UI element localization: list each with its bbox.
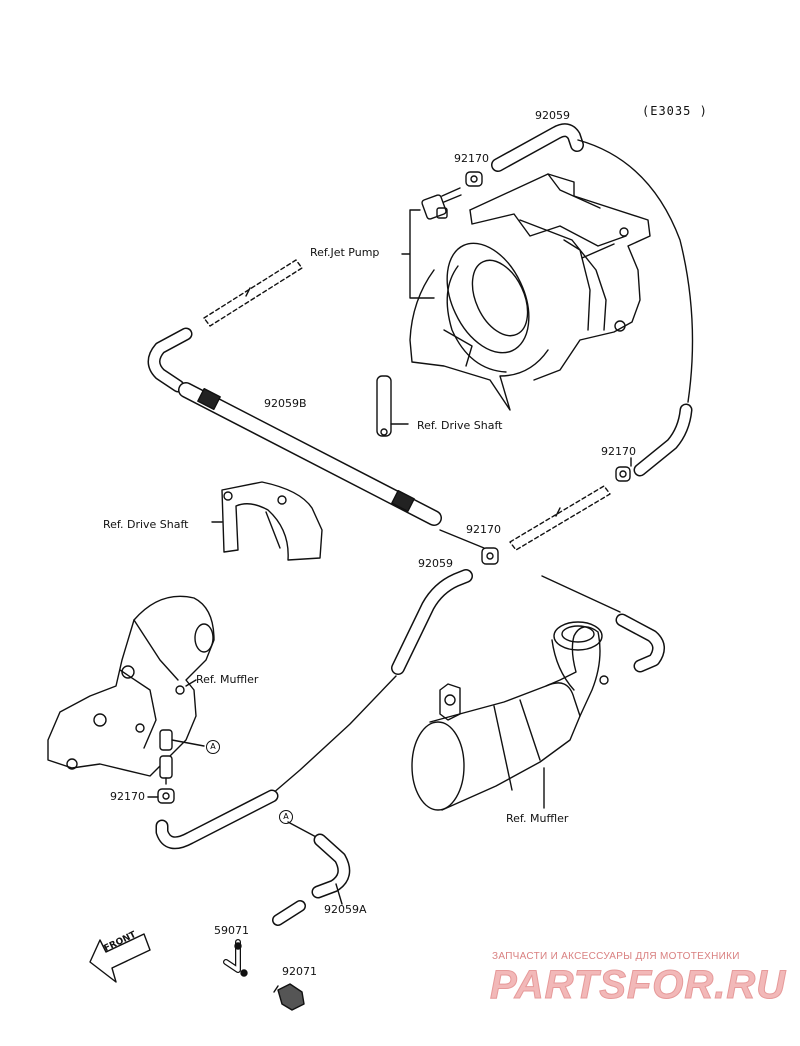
tube-to-right-hose — [541, 575, 621, 613]
label-92170-left: 92170 — [110, 790, 145, 803]
tube-right-loop — [577, 139, 694, 403]
clamp-92170-right — [615, 457, 632, 482]
fitting-nipple — [421, 187, 462, 220]
ref-jet-pump-bracket — [401, 209, 435, 299]
watermark-tagline: ЗАПЧАСТИ И АКСЕССУАРЫ ДЛЯ МОТОТЕХНИКИ — [492, 951, 740, 962]
label-92059-mid: 92059 — [418, 557, 453, 570]
marker-a-bottom: A — [279, 810, 293, 824]
hose-right-lower — [615, 613, 665, 673]
label-ref-muffler-left: Ref. Muffler — [196, 673, 259, 686]
hose-92059-mid — [391, 569, 473, 675]
clamp-92170-mid — [481, 547, 499, 565]
label-92071: 92071 — [282, 965, 317, 978]
label-92059a: 92059A — [324, 903, 367, 916]
label-59071: 59071 — [214, 924, 249, 937]
muffler-right — [411, 621, 609, 811]
label-ref-muffler-right: Ref. Muffler — [506, 812, 569, 825]
label-ref-drive-shaft-right: Ref. Drive Shaft — [417, 419, 503, 432]
hose-right — [633, 403, 693, 477]
short-tube — [272, 900, 306, 926]
leader-92059a — [335, 883, 343, 905]
label-92170-top: 92170 — [454, 152, 489, 165]
rod-dashed-upper — [203, 259, 303, 327]
a-bottom-leader — [287, 821, 319, 839]
cap-92071 — [273, 983, 305, 1011]
label-92170-right: 92170 — [601, 445, 636, 458]
jet-pump-housing — [409, 173, 651, 411]
diagram-code: (E3035 ) — [642, 104, 708, 118]
tube-mid-down — [271, 675, 397, 795]
hose-92059a — [311, 833, 351, 899]
pin-59071 — [223, 939, 248, 977]
hose-bend-upper-left — [147, 327, 193, 393]
label-92170-mid: 92170 — [466, 523, 501, 536]
muffler-block-left — [47, 595, 215, 785]
hose-92059b — [178, 382, 442, 526]
clamp-92170-left — [157, 788, 175, 804]
front-arrow-icon — [89, 933, 151, 983]
leader-92170-mid — [439, 529, 485, 549]
drive-shaft-cover — [221, 481, 323, 561]
drive-shaft-pin — [376, 375, 409, 437]
clamp-92170-top — [465, 171, 483, 187]
hose-92059-top — [491, 123, 584, 172]
ref-muffler-left-leader — [185, 679, 197, 687]
label-92059b: 92059B — [264, 397, 307, 410]
label-92059-top: 92059 — [535, 109, 570, 122]
watermark-brand-logo: PARTSFOR.RU — [489, 963, 787, 1008]
a-left-leader — [171, 739, 205, 747]
label-ref-jet-pump: Ref.Jet Pump — [310, 246, 380, 259]
marker-a-left: A — [206, 740, 220, 754]
hose-lower-left — [155, 789, 279, 850]
label-ref-drive-shaft-left: Ref. Drive Shaft — [103, 518, 189, 531]
rod-dashed-lower — [509, 485, 611, 551]
